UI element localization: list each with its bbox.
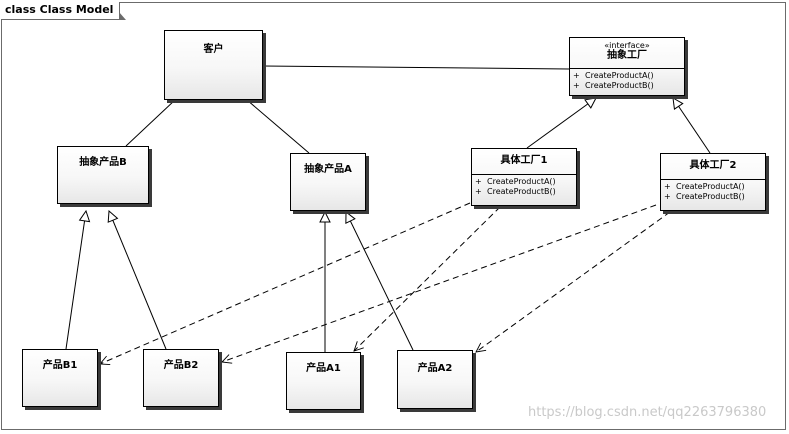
class-name: 产品A1 [306,363,341,374]
class-product-b1[interactable]: 产品B1 [22,349,98,407]
class-product-b2[interactable]: 产品B2 [143,349,219,407]
operations-compartment: +CreateProductA() +CreateProductB() [472,174,576,197]
stereotype-label: «interface» [604,41,650,50]
interface-abstract-factory[interactable]: «interface» 抽象工厂 +CreateProductA() +Crea… [569,37,685,96]
operation: +CreateProductA() [573,71,654,80]
operation: +CreateProductA() [475,177,556,186]
generalization-b2 [109,211,167,350]
class-name: 客户 [203,44,224,55]
dependency-f1-b1 [100,202,471,364]
operation: +CreateProductA() [664,182,745,191]
operations-compartment: +CreateProductA() +CreateProductB() [570,68,684,91]
class-name: 具体工厂1 [500,155,548,166]
class-concrete-factory-2[interactable]: 具体工厂2 +CreateProductA() +CreateProductB(… [660,153,766,211]
generalization-a2 [346,212,414,351]
frame-title: class Class Model [1,2,127,20]
dependency-f1-a1 [354,206,501,351]
association-client-product-b [125,99,176,147]
generalization-b1 [65,211,86,350]
class-abstract-product-b[interactable]: 抽象产品B [57,146,149,204]
realization-factory-2 [673,98,711,154]
operations-compartment: +CreateProductA() +CreateProductB() [661,179,765,202]
class-product-a2[interactable]: 产品A2 [397,350,473,409]
association-client-product-a [246,99,310,154]
class-name: 产品B2 [163,360,199,371]
watermark-text: https://blog.csdn.net/qq2263796380 [528,405,767,420]
class-client[interactable]: 客户 [164,30,263,100]
class-name: 具体工厂2 [689,160,737,171]
operation: +CreateProductB() [573,81,654,90]
operation: +CreateProductB() [475,187,556,196]
class-abstract-product-a[interactable]: 抽象产品A [290,153,366,211]
dependency-f2-a2 [476,211,671,352]
dependency-f2-b2 [222,204,657,362]
class-product-a1[interactable]: 产品A1 [286,352,361,410]
class-name: 抽象工厂 [607,50,647,61]
class-name: 抽象产品B [79,157,127,168]
class-name: 产品B1 [42,360,78,371]
class-concrete-factory-1[interactable]: 具体工厂1 +CreateProductA() +CreateProductB(… [471,148,577,206]
operation: +CreateProductB() [664,192,745,201]
class-name: 产品A2 [417,363,453,374]
association-client-factory [262,65,570,70]
class-name: 抽象产品A [304,164,352,175]
realization-factory-1 [526,98,596,149]
